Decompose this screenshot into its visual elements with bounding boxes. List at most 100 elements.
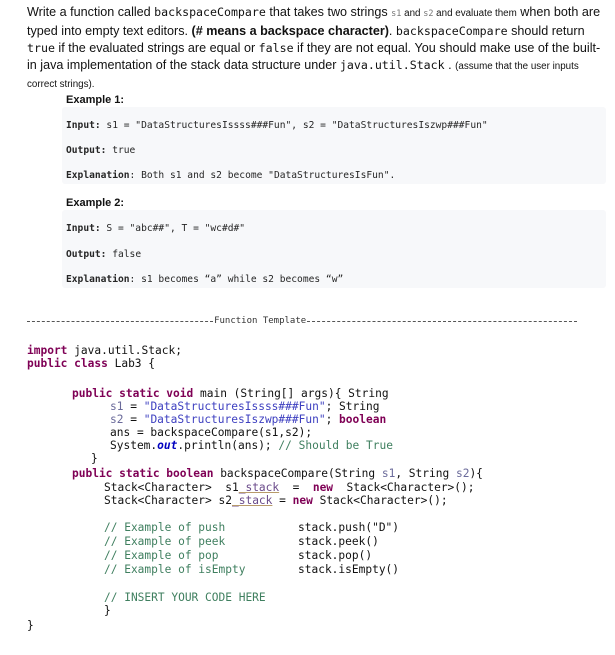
code-text: Stack<Character>(); xyxy=(312,494,448,507)
intro-text: . xyxy=(388,24,396,38)
param-s2: s2 xyxy=(423,9,434,19)
code-example-peek-call: stack.peek() xyxy=(298,535,379,548)
string-literal: "DataStructuresIssss###Fun" xyxy=(143,400,326,413)
input-value: s1 = "DataStructuresIssss###Fun", s2 = "… xyxy=(100,120,488,131)
keyword: public xyxy=(27,357,68,370)
code-example-pop-call: stack.pop() xyxy=(298,549,373,562)
parameter: s2 xyxy=(455,467,470,480)
code-example-pop-comment: // Example of pop xyxy=(104,549,219,562)
output-value: false xyxy=(106,249,142,260)
code-text: Stack<Character> s2 xyxy=(104,494,232,507)
true-literal: true xyxy=(27,41,55,55)
code-text: = xyxy=(123,413,144,426)
code-example-isempty-call: stack.isEmpty() xyxy=(298,563,400,576)
dashed-line xyxy=(307,321,577,322)
keyword: boolean xyxy=(339,413,387,426)
code-text: Stack<Character>(); xyxy=(333,481,475,494)
code-stack1-decl: Stack<Character> s1_stack = new Stack<Ch… xyxy=(104,481,475,494)
function-name: backspaceCompare xyxy=(154,5,266,19)
example-1-explanation: Explanation: Both s1 and s2 become "Data… xyxy=(66,170,395,181)
example-1-output: Output: true xyxy=(66,145,135,156)
code-text: Lab3 { xyxy=(107,357,156,370)
explanation-value: : Both s1 and s2 become "DataStructuresI… xyxy=(129,170,396,181)
function-template-separator: Function Template xyxy=(27,316,577,326)
variable: s1 xyxy=(110,400,124,413)
parameter: s1 xyxy=(381,467,396,480)
explanation-label: Explanation xyxy=(66,170,130,181)
code-main-signature: public static void main (String[] args){… xyxy=(72,387,389,400)
intro-text: if the evaluated strings are equal or xyxy=(54,41,259,55)
keyword: class xyxy=(74,357,108,370)
keyword: new xyxy=(312,481,334,494)
keyword: import xyxy=(27,344,68,357)
function-name: backspaceCompare xyxy=(395,24,508,38)
code-text: System. xyxy=(110,439,158,452)
false-literal: false xyxy=(258,41,294,55)
keyword: public static void xyxy=(72,387,194,400)
code-class-line: public class Lab3 { xyxy=(27,357,155,370)
dashed-line xyxy=(27,321,214,322)
code-text: Stack<Character> s1 xyxy=(104,481,239,494)
code-example-peek-comment: // Example of peek xyxy=(104,535,226,548)
output-label: Output: xyxy=(66,145,107,156)
static-field: out xyxy=(157,439,178,452)
code-comment: // Should be True xyxy=(278,439,393,452)
code-text: main (String[] args){ String xyxy=(193,387,389,400)
example-2-box: Input: S = "abc##", T = "wc#d#" Output: … xyxy=(62,210,606,288)
code-text: , String xyxy=(395,467,456,480)
code-import-line: import java.util.Stack; xyxy=(27,344,182,357)
output-value: true xyxy=(106,145,136,156)
intro-text: when both are typed into empty text edit… xyxy=(27,5,601,38)
code-s2-decl: s2 = "DataStructuresIszwp###Fun"; boolea… xyxy=(110,413,386,426)
code-print-line: System.out.println(ans); // Should be Tr… xyxy=(110,439,393,452)
code-text: = xyxy=(272,494,293,507)
separator-label: Function Template xyxy=(214,316,307,326)
intro-text: if they are not equal. You should make u… xyxy=(27,41,601,72)
code-example-isempty-comment: // Example of isEmpty xyxy=(104,563,246,576)
package-name: java.util.Stack xyxy=(339,58,445,72)
code-insert-comment: // INSERT YOUR CODE HERE xyxy=(104,591,266,604)
code-text: = xyxy=(279,481,313,494)
code-bc-signature: public static boolean backspaceCompare(S… xyxy=(72,467,483,480)
code-close-main: } xyxy=(91,452,98,465)
example-1-title: Example 1: xyxy=(66,94,125,106)
code-text: backspaceCompare(String xyxy=(213,467,382,480)
code-example-push-call: stack.push("D") xyxy=(298,521,400,534)
code-text: ; String xyxy=(325,400,380,413)
variable: s2 xyxy=(110,413,124,426)
output-label: Output: xyxy=(66,249,107,260)
example-2-input: Input: S = "abc##", T = "wc#d#" xyxy=(66,223,245,234)
code-text: = xyxy=(123,400,144,413)
intro-text: Write a function called xyxy=(27,5,155,19)
input-value: S = "abc##", T = "wc#d#" xyxy=(100,223,246,234)
example-1-box: Input: s1 = "DataStructuresIssss###Fun",… xyxy=(62,107,606,184)
explanation-label: Explanation xyxy=(66,274,130,285)
code-s1-decl: s1 = "DataStructuresIssss###Fun"; String xyxy=(110,400,379,413)
underlined-identifier: _stack xyxy=(231,494,273,507)
backspace-note: (# means a backspace character) xyxy=(191,24,389,38)
code-text: java.util.Stack; xyxy=(67,344,182,357)
intro-text: and xyxy=(401,8,424,19)
underlined-identifier: _stack xyxy=(238,481,280,494)
intro-text: . xyxy=(444,58,456,72)
intro-text: that takes two strings xyxy=(265,5,392,19)
code-text: ){ xyxy=(469,467,483,480)
code-close-class: } xyxy=(27,619,34,632)
example-2-title: Example 2: xyxy=(66,197,125,209)
keyword: public static boolean xyxy=(72,467,214,480)
code-text: ; xyxy=(325,413,340,426)
example-1-input: Input: s1 = "DataStructuresIssss###Fun",… xyxy=(66,120,488,131)
code-text: .println(ans); xyxy=(177,439,279,452)
input-label: Input: xyxy=(66,120,101,131)
example-2-output: Output: false xyxy=(66,249,141,260)
intro-text: should return xyxy=(507,24,585,38)
assumption-note: (assume that the user inputs correct str… xyxy=(27,61,579,90)
keyword: new xyxy=(292,494,313,507)
input-label: Input: xyxy=(66,223,101,234)
problem-description: Write a function called backspaceCompare… xyxy=(27,4,607,93)
code-close-method: } xyxy=(104,604,111,617)
example-2-explanation: Explanation: s1 becomes “a” while s2 bec… xyxy=(66,274,343,285)
code-example-push-comment: // Example of push xyxy=(104,521,226,534)
code-stack2-decl: Stack<Character> s2_stack = new Stack<Ch… xyxy=(104,494,448,507)
string-literal: "DataStructuresIszwp###Fun" xyxy=(143,413,326,426)
